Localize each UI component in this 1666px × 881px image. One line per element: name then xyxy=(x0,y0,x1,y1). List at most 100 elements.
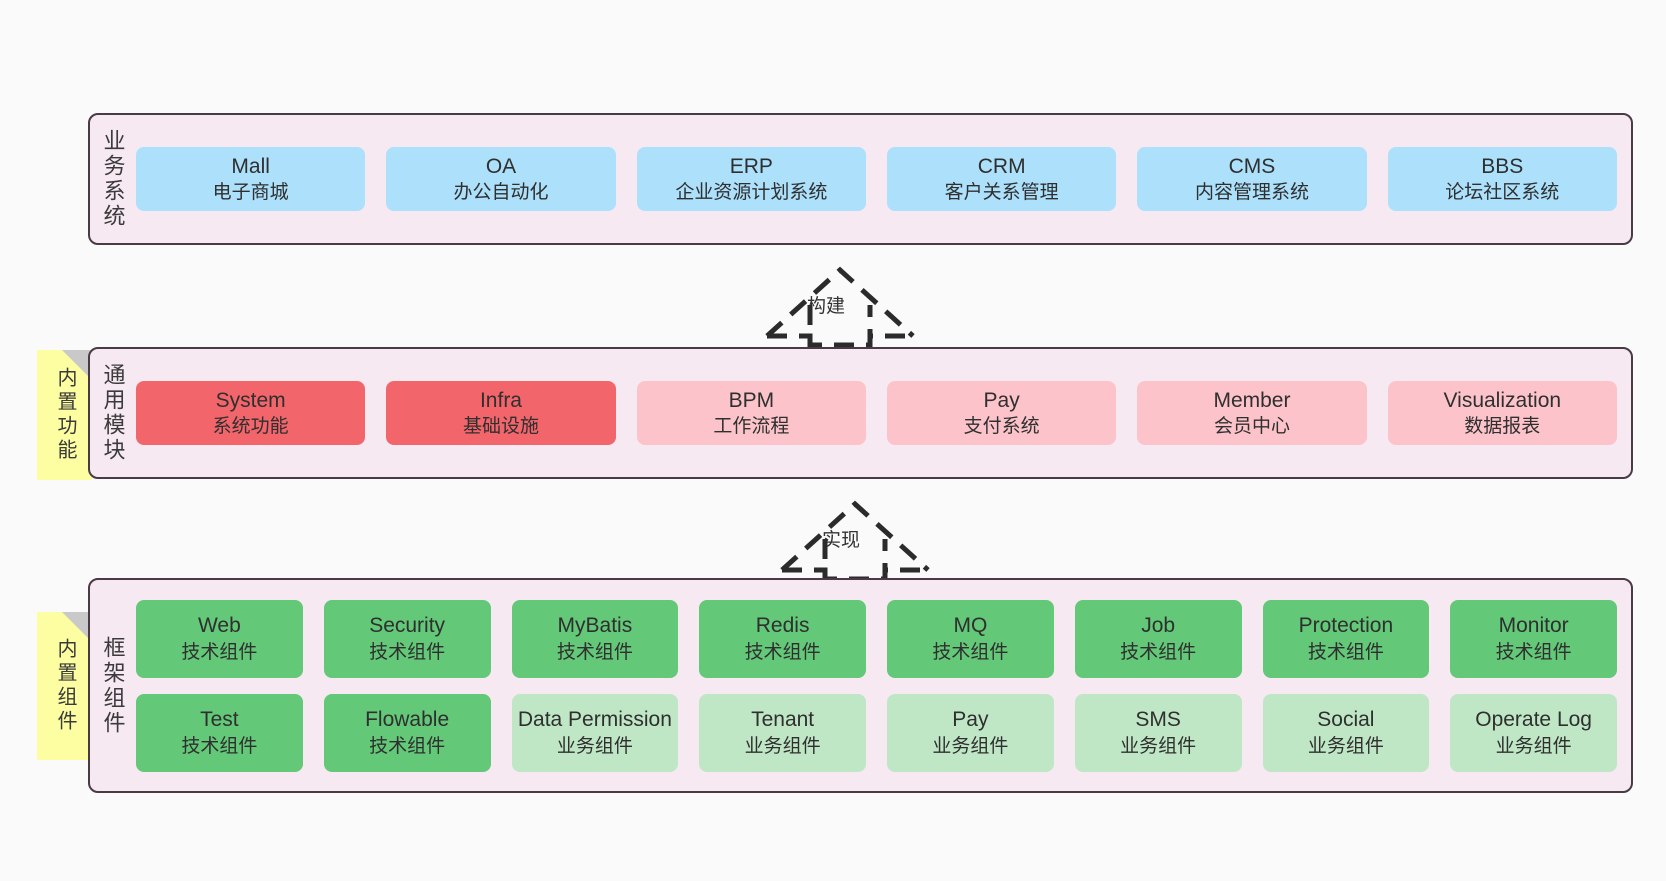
card-pay-component[interactable]: Pay 业务组件 xyxy=(887,693,1054,772)
card-title: Flowable xyxy=(365,708,450,732)
card-subtitle: 技术组件 xyxy=(181,641,258,663)
card-title: MyBatis xyxy=(557,614,633,638)
card-subtitle: 技术组件 xyxy=(932,641,1009,663)
card-subtitle: 技术组件 xyxy=(556,641,633,663)
card-subtitle: 业务组件 xyxy=(744,735,821,757)
card-cms[interactable]: CMS 内容管理系统 xyxy=(1137,146,1367,212)
card-title: OA xyxy=(485,154,517,178)
card-mybatis[interactable]: MyBatis 技术组件 xyxy=(511,599,679,678)
card-redis[interactable]: Redis 技术组件 xyxy=(699,599,866,678)
card-subtitle: 企业资源计划系统 xyxy=(675,182,828,204)
card-subtitle: 业务组件 xyxy=(932,735,1009,757)
card-subtitle: 工作流程 xyxy=(713,416,790,438)
card-subtitle: 内容管理系统 xyxy=(1194,182,1309,204)
card-oa[interactable]: OA 办公自动化 xyxy=(386,146,616,212)
card-bbs[interactable]: BBS 论坛社区系统 xyxy=(1387,146,1617,212)
card-visualization[interactable]: Visualization 数据报表 xyxy=(1387,380,1617,446)
card-title: Job xyxy=(1141,614,1176,638)
card-subtitle: 基础设施 xyxy=(462,416,539,438)
card-title: CRM xyxy=(977,154,1026,178)
card-subtitle: 技术组件 xyxy=(369,735,446,757)
card-title: Tenant xyxy=(751,708,815,732)
build-arrow-label-wrap: 构建 xyxy=(755,258,925,353)
layer-body-framework-components: Web 技术组件 Security 技术组件 MyBatis 技术组件 Redi… xyxy=(136,580,1631,791)
layer-framework-components[interactable]: 框架组件 Web 技术组件 Security 技术组件 MyBatis 技术组件… xyxy=(88,578,1633,793)
card-title: Visualization xyxy=(1443,388,1562,412)
card-title: Infra xyxy=(479,388,522,412)
card-title: Security xyxy=(369,614,446,638)
layer-common-modules[interactable]: 通用模块 System 系统功能 Infra 基础设施 BPM 工作流程 Pay… xyxy=(88,347,1633,479)
card-row: Mall 电子商城 OA 办公自动化 ERP 企业资源计划系统 CRM 客户关系… xyxy=(136,146,1617,212)
note-builtin-features: 内置功能 xyxy=(37,350,92,480)
card-flowable[interactable]: Flowable 技术组件 xyxy=(323,693,491,772)
card-data-permission[interactable]: Data Permission 业务组件 xyxy=(511,693,679,772)
card-title: SMS xyxy=(1135,708,1181,732)
card-title: MQ xyxy=(953,614,988,638)
card-operate-log[interactable]: Operate Log 业务组件 xyxy=(1450,693,1617,772)
card-subtitle: 论坛社区系统 xyxy=(1445,182,1560,204)
note-label: 内置组件 xyxy=(54,638,76,734)
card-title: Pay xyxy=(983,388,1020,412)
card-subtitle: 系统功能 xyxy=(212,416,289,438)
card-bpm[interactable]: BPM 工作流程 xyxy=(636,380,866,446)
layer-title-common-modules: 通用模块 xyxy=(100,363,126,463)
card-subtitle: 业务组件 xyxy=(1120,735,1197,757)
card-title: CMS xyxy=(1228,154,1276,178)
note-fold-corner xyxy=(62,612,92,642)
card-test[interactable]: Test 技术组件 xyxy=(136,693,303,772)
card-row: Web 技术组件 Security 技术组件 MyBatis 技术组件 Redi… xyxy=(136,599,1617,678)
card-subtitle: 支付系统 xyxy=(963,416,1040,438)
card-title: Monitor xyxy=(1498,614,1569,638)
card-pay-module[interactable]: Pay 支付系统 xyxy=(886,380,1117,446)
build-arrow-tail-path xyxy=(807,305,873,348)
card-title: Social xyxy=(1317,708,1375,732)
card-subtitle: 客户关系管理 xyxy=(944,182,1059,204)
card-protection[interactable]: Protection 技术组件 xyxy=(1262,599,1430,678)
build-arrow-head xyxy=(765,266,915,338)
card-web[interactable]: Web 技术组件 xyxy=(136,599,303,678)
card-subtitle: 业务组件 xyxy=(1495,735,1572,757)
card-title: Mall xyxy=(231,154,270,178)
implement-arrow-label-wrap: 实现 xyxy=(770,492,940,587)
card-subtitle: 技术组件 xyxy=(369,641,446,663)
card-security[interactable]: Security 技术组件 xyxy=(323,599,491,678)
card-system[interactable]: System 系统功能 xyxy=(136,380,366,446)
card-crm[interactable]: CRM 客户关系管理 xyxy=(886,146,1117,212)
card-title: BBS xyxy=(1481,154,1524,178)
card-row: System 系统功能 Infra 基础设施 BPM 工作流程 Pay 支付系统… xyxy=(136,380,1617,446)
card-title: ERP xyxy=(729,154,773,178)
card-tenant[interactable]: Tenant 业务组件 xyxy=(699,693,866,772)
implement-arrow-head xyxy=(780,500,930,572)
card-title: Pay xyxy=(952,708,989,732)
note-builtin-components: 内置组件 xyxy=(37,612,92,760)
card-subtitle: 技术组件 xyxy=(181,735,258,757)
card-subtitle: 技术组件 xyxy=(1120,641,1197,663)
card-title: Redis xyxy=(755,614,810,638)
layer-business-systems[interactable]: 业务系统 Mall 电子商城 OA 办公自动化 ERP 企业资源计划系统 CRM… xyxy=(88,113,1633,245)
card-subtitle: 技术组件 xyxy=(744,641,821,663)
card-title: System xyxy=(215,388,286,412)
card-subtitle: 技术组件 xyxy=(1495,641,1572,663)
note-fold-corner xyxy=(62,350,92,380)
card-subtitle: 技术组件 xyxy=(1307,641,1384,663)
card-subtitle: 数据报表 xyxy=(1464,416,1541,438)
card-infra[interactable]: Infra 基础设施 xyxy=(386,380,616,446)
card-subtitle: 业务组件 xyxy=(1307,735,1384,757)
card-social[interactable]: Social 业务组件 xyxy=(1262,693,1430,772)
card-job[interactable]: Job 技术组件 xyxy=(1074,599,1242,678)
card-sms[interactable]: SMS 业务组件 xyxy=(1074,693,1242,772)
card-monitor[interactable]: Monitor 技术组件 xyxy=(1450,599,1617,678)
note-label: 内置功能 xyxy=(54,367,76,463)
card-member[interactable]: Member 会员中心 xyxy=(1137,380,1367,446)
layer-title-framework-components: 框架组件 xyxy=(100,635,126,736)
card-subtitle: 电子商城 xyxy=(212,182,289,204)
card-title: Test xyxy=(200,708,239,732)
card-title: Data Permission xyxy=(517,708,672,732)
card-title: BPM xyxy=(728,388,775,412)
layer-body-business-systems: Mall 电子商城 OA 办公自动化 ERP 企业资源计划系统 CRM 客户关系… xyxy=(136,115,1631,243)
card-erp[interactable]: ERP 企业资源计划系统 xyxy=(636,146,866,212)
card-mall[interactable]: Mall 电子商城 xyxy=(136,146,366,212)
card-mq[interactable]: MQ 技术组件 xyxy=(887,599,1054,678)
layer-body-common-modules: System 系统功能 Infra 基础设施 BPM 工作流程 Pay 支付系统… xyxy=(136,349,1631,477)
